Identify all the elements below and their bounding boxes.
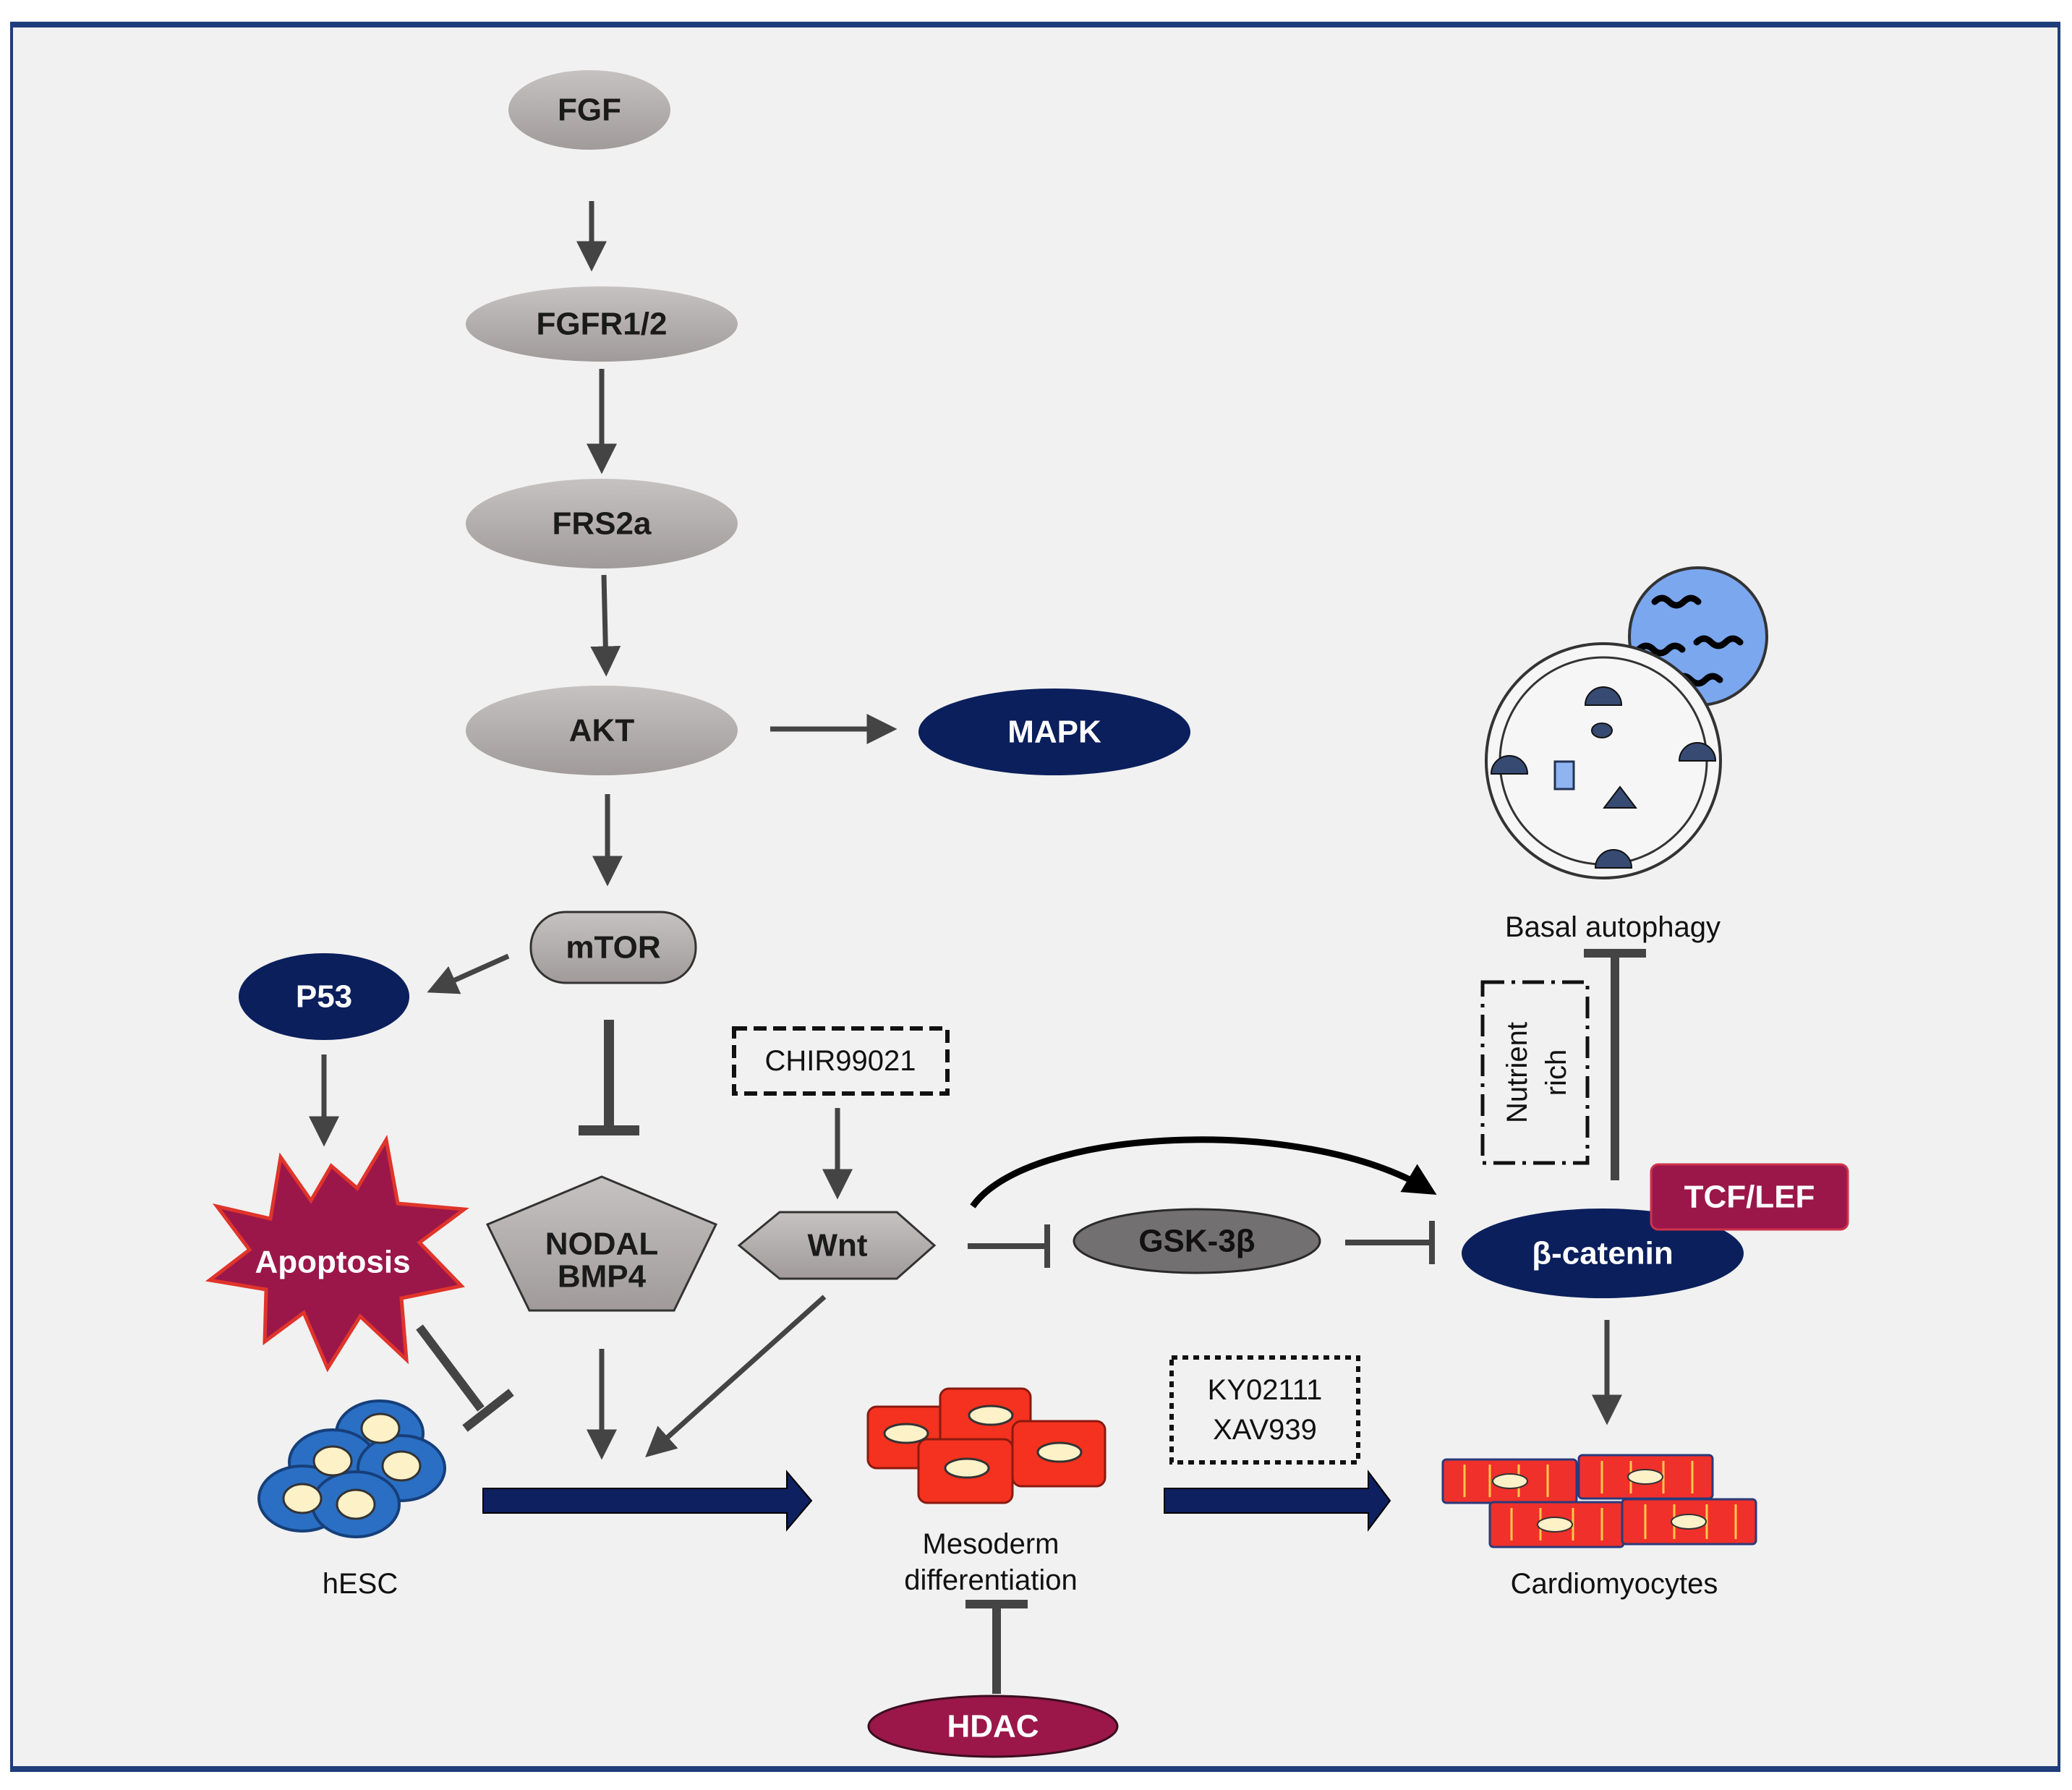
mapk-node: MAPK xyxy=(918,689,1190,775)
hdac-label: HDAC xyxy=(947,1709,1039,1744)
bmp4-label: BMP4 xyxy=(558,1259,647,1295)
wnt-label: Wnt xyxy=(807,1228,867,1263)
differentiation-label: differentiation xyxy=(904,1564,1077,1596)
main-arrow-1 xyxy=(482,1470,813,1532)
apoptosis-node: Apoptosis xyxy=(205,1134,469,1373)
ky-label: KY02111 xyxy=(1208,1374,1323,1406)
apoptosis-label: Apoptosis xyxy=(255,1245,410,1280)
frs2a-node: FRS2a xyxy=(466,479,738,568)
fgf-label: FGF xyxy=(558,93,621,128)
arrow-wnt-bcatenin-curve xyxy=(970,1136,1437,1209)
rich-label: rich xyxy=(1540,1049,1572,1096)
mtor-node: mTOR xyxy=(529,911,697,984)
p53-node: P53 xyxy=(239,953,409,1040)
arrow-wnt-mesoderm xyxy=(645,1295,827,1458)
mesoderm-label: Mesoderm xyxy=(923,1528,1060,1560)
inhibit-hdac-mesoderm xyxy=(965,1600,1028,1694)
tcflef-node: TCF/LEF xyxy=(1650,1163,1849,1231)
xav-label: XAV939 xyxy=(1213,1414,1317,1446)
cardiomyocyte-cells xyxy=(1441,1454,1757,1548)
autophagosome xyxy=(1485,642,1722,879)
inhibition-lines xyxy=(416,949,1646,1694)
fgfr-node: FGFR1/2 xyxy=(466,286,738,362)
arrow-frs2a-akt xyxy=(590,574,621,677)
akt-node: AKT xyxy=(466,686,738,775)
bcatenin-node: β-catenin xyxy=(1462,1209,1744,1298)
hesc-label: hESC xyxy=(323,1568,398,1600)
cardiomyocytes-label: Cardiomyocytes xyxy=(1511,1568,1718,1600)
inhibit-gsk3b-bcatenin xyxy=(1345,1221,1435,1264)
chir-box: CHIR99021 xyxy=(732,1026,950,1096)
chir-label: CHIR99021 xyxy=(764,1045,916,1077)
nutrient-box: Nutrient rich xyxy=(1480,980,1590,1165)
inhibit-mtor-nodal xyxy=(579,1020,639,1135)
hdac-node: HDAC xyxy=(867,1695,1119,1758)
ky-xav-box: KY02111 XAV939 xyxy=(1169,1355,1360,1465)
main-arrow-2 xyxy=(1164,1470,1391,1532)
nutrient-label: Nutrient xyxy=(1501,1022,1533,1123)
inhibit-wnt-gsk3b xyxy=(968,1224,1050,1268)
arrow-mtor-p53 xyxy=(427,953,510,994)
p53-label: P53 xyxy=(296,979,352,1015)
tcflef-label: TCF/LEF xyxy=(1684,1180,1815,1215)
bcatenin-label: β-catenin xyxy=(1532,1236,1674,1271)
autophagy-illustration xyxy=(1485,566,1768,879)
fgfr-label: FGFR1/2 xyxy=(537,307,668,342)
inhibit-bcatenin-autophagy xyxy=(1584,949,1646,1180)
gsk3b-label: GSK-3β xyxy=(1138,1224,1255,1259)
frs2a-label: FRS2a xyxy=(553,506,652,542)
hesc-cluster xyxy=(257,1399,446,1538)
mesoderm-cells xyxy=(866,1387,1107,1504)
fgf-node: FGF xyxy=(508,70,670,150)
activation-arrows xyxy=(309,201,1622,1460)
basal-autophagy-label: Basal autophagy xyxy=(1505,911,1721,943)
akt-label: AKT xyxy=(569,713,635,749)
mapk-label: MAPK xyxy=(1007,715,1101,750)
nodal-bmp4-node: NODAL BMP4 xyxy=(485,1175,718,1312)
nodal-label: NODAL xyxy=(545,1227,658,1262)
wnt-node: Wnt xyxy=(737,1211,937,1280)
inhibit-apoptosis-hesc xyxy=(416,1324,514,1432)
mtor-label: mTOR xyxy=(566,930,660,966)
gsk3b-node: GSK-3β xyxy=(1073,1208,1321,1274)
